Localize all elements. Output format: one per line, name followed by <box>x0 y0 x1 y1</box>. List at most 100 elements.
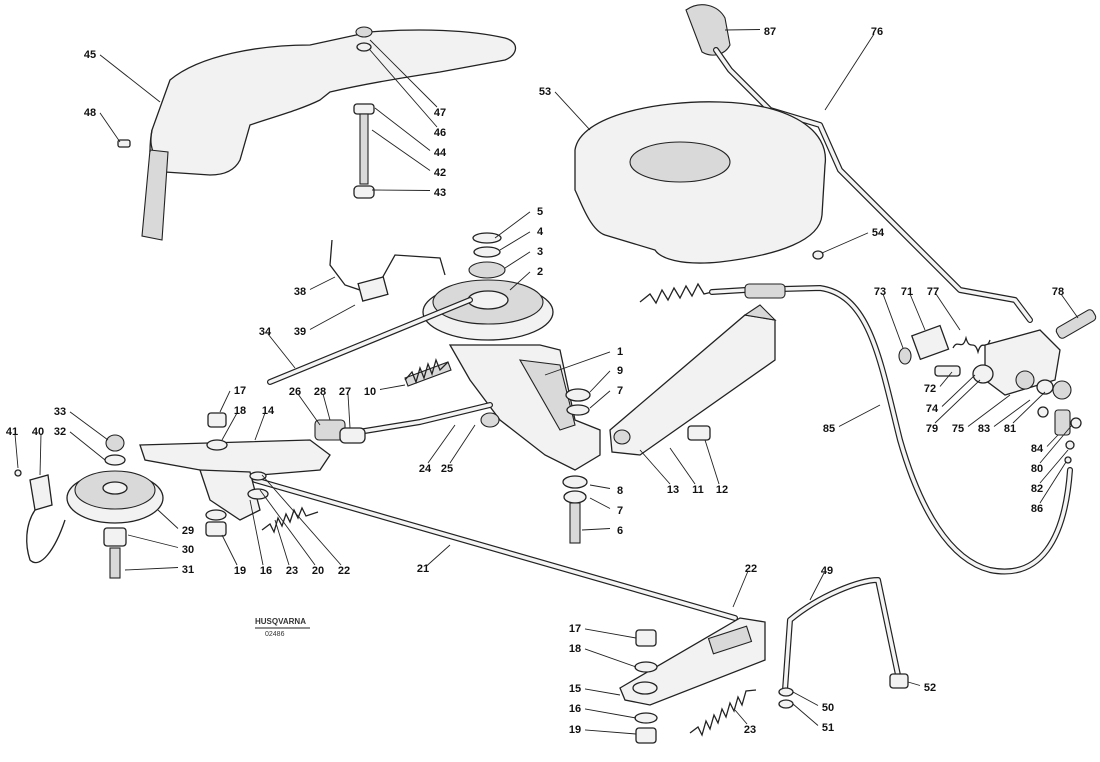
leader-16 <box>584 708 637 719</box>
leader-31 <box>124 567 179 571</box>
leader-50 <box>792 691 819 706</box>
leader-73 <box>882 293 904 349</box>
leader-5 <box>494 211 531 239</box>
leader-77 <box>935 293 961 331</box>
callout-72: 72 <box>924 383 936 395</box>
leader-75 <box>967 394 1011 427</box>
callout-34: 34 <box>259 326 272 338</box>
leader-20 <box>259 489 316 566</box>
callout-30: 30 <box>182 544 194 556</box>
spring-cable <box>639 282 713 305</box>
leader-7 <box>589 390 611 409</box>
clip-40 <box>14 469 66 564</box>
callout-19: 19 <box>234 565 246 577</box>
leader-14 <box>254 412 266 441</box>
callout-22: 22 <box>745 563 757 575</box>
callout-11: 11 <box>692 484 704 496</box>
spring-23-lower <box>689 689 757 737</box>
leader-1 <box>544 351 611 376</box>
bolt-stack-center <box>562 388 591 544</box>
leader-38 <box>309 276 336 290</box>
callout-49: 49 <box>821 565 833 577</box>
callout-53: 53 <box>539 86 551 98</box>
bracket-15 <box>619 617 766 706</box>
leader-18 <box>221 412 238 441</box>
leader-25 <box>449 424 476 464</box>
leader-18 <box>584 648 637 668</box>
lever-assembly <box>898 309 1097 464</box>
callout-10: 10 <box>364 386 376 398</box>
callout-47: 47 <box>434 107 446 119</box>
leader-47 <box>369 39 438 108</box>
leader-19 <box>221 534 238 566</box>
callout-78: 78 <box>1052 286 1064 298</box>
callout-44: 44 <box>434 147 447 159</box>
leader-10 <box>379 384 406 390</box>
callout-32: 32 <box>54 426 66 438</box>
leader-28 <box>322 393 331 421</box>
leader-2 <box>509 271 531 291</box>
leader-33 <box>69 411 109 441</box>
leader-53 <box>554 91 591 131</box>
leader-49 <box>809 572 825 601</box>
leader-83 <box>993 399 1031 427</box>
callout-17: 17 <box>234 385 246 397</box>
leader-81 <box>1012 391 1046 424</box>
leader-34 <box>267 333 296 369</box>
leader-39 <box>309 304 356 330</box>
pulley-cover <box>574 101 827 264</box>
leader-41 <box>14 433 19 469</box>
callout-43: 43 <box>434 187 446 199</box>
callout-45: 45 <box>84 49 96 61</box>
callout-42: 42 <box>434 167 446 179</box>
leader-71 <box>909 293 926 331</box>
leader-7 <box>589 497 611 509</box>
callout-84: 84 <box>1031 443 1044 455</box>
leader-23 <box>734 709 748 725</box>
callout-7: 7 <box>617 505 623 517</box>
leader-54 <box>821 232 869 254</box>
callout-79: 79 <box>926 423 938 435</box>
callout-12: 12 <box>716 484 728 496</box>
callout-16: 16 <box>569 703 581 715</box>
callout-21: 21 <box>417 563 429 575</box>
leader-13 <box>639 449 671 485</box>
leader-26 <box>297 393 321 426</box>
callout-50: 50 <box>822 702 834 714</box>
callout-13: 13 <box>667 484 679 496</box>
callout-39: 39 <box>294 326 306 338</box>
callout-27: 27 <box>339 386 351 398</box>
callout-18: 18 <box>234 405 246 417</box>
callout-52: 52 <box>924 682 936 694</box>
callout-74: 74 <box>926 403 939 415</box>
callout-9: 9 <box>617 365 623 377</box>
leader-lines <box>14 29 1079 735</box>
leader-82 <box>1039 449 1069 484</box>
callout-22: 22 <box>338 565 350 577</box>
leader-17 <box>219 390 231 413</box>
leader-3 <box>504 251 531 269</box>
leader-17 <box>584 628 637 639</box>
callout-87: 87 <box>764 26 776 38</box>
right-bracket <box>609 304 777 456</box>
rod-34 <box>267 239 473 385</box>
callout-85: 85 <box>823 423 835 435</box>
callout-81: 81 <box>1004 423 1016 435</box>
leader-8 <box>589 484 611 489</box>
shift-lever <box>685 4 1033 323</box>
callout-38: 38 <box>294 286 306 298</box>
leader-86 <box>1039 461 1067 504</box>
leader-74 <box>941 374 976 407</box>
callout-33: 33 <box>54 406 66 418</box>
leader-51 <box>792 703 819 726</box>
callout-41: 41 <box>6 426 18 438</box>
callout-6: 6 <box>617 525 623 537</box>
leader-19 <box>584 729 637 735</box>
callout-80: 80 <box>1031 463 1043 475</box>
leader-43 <box>371 189 431 191</box>
callout-20: 20 <box>312 565 324 577</box>
leader-30 <box>127 534 179 548</box>
callout-18: 18 <box>569 643 581 655</box>
